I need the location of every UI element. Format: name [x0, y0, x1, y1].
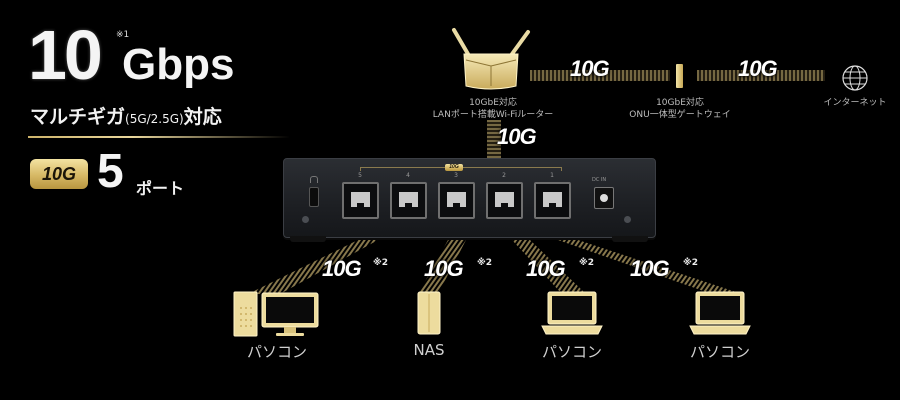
ethernet-port-2[interactable] [486, 182, 523, 219]
device-label: パソコン [246, 343, 307, 361]
onu-gateway-icon [676, 64, 683, 88]
ethernet-port-1[interactable] [534, 182, 571, 219]
footnote-2: ※2 [477, 258, 493, 268]
router-label: 10GbE対応 LANポート搭載Wi-Fiルーター [420, 97, 566, 121]
onu-label-line2: ONU一体型ゲートウェイ [629, 110, 731, 120]
device-link-speed: 10G [630, 256, 670, 281]
port-number: 3 [454, 172, 458, 179]
desktop-pc-icon [233, 291, 319, 337]
device-label: パソコン [541, 343, 602, 361]
footnote-2: ※2 [373, 258, 389, 268]
device-link-beams [248, 240, 742, 294]
subtitle-main: マルチギガ [30, 106, 126, 128]
switch-foot-left [290, 236, 326, 242]
internet-label: インターネット [823, 98, 887, 108]
dc-in-label: DC IN [592, 177, 607, 183]
link-onu-internet [697, 70, 825, 81]
port-group-badge: 10G [445, 164, 463, 171]
device-label: パソコン [689, 343, 750, 361]
headline-divider [28, 136, 290, 138]
laptop-icon [541, 291, 603, 335]
footnote-2: ※2 [683, 258, 699, 268]
port-number: 2 [502, 172, 506, 179]
port-count-label: ポート [136, 179, 185, 198]
subtitle-suffix: 対応 [183, 106, 222, 128]
dc-in-jack[interactable] [594, 187, 614, 209]
device-link-speed: 10G [424, 256, 464, 281]
footnote-1: ※1 [116, 30, 130, 40]
link-router-onu [530, 70, 670, 81]
screw-icon [624, 216, 631, 223]
headline-speed-number: 10 [28, 16, 103, 94]
nas-icon [417, 291, 441, 335]
port-speed-badge: 10G [30, 159, 88, 189]
footnote-2: ※2 [579, 258, 595, 268]
link-router-switch [487, 120, 501, 158]
port-number: 5 [358, 172, 362, 179]
router-label-line1: 10GbE対応 [469, 98, 517, 108]
link-router-onu-speed: 10G [570, 56, 610, 81]
ethernet-port-5[interactable] [342, 182, 379, 219]
device-link-speed: 10G [526, 256, 566, 281]
switch-foot-right [612, 236, 648, 242]
onu-label-line1: 10GbE対応 [656, 98, 704, 108]
port-count: 5 [97, 145, 124, 198]
onu-label: 10GbE対応 ONU一体型ゲートウェイ [615, 97, 745, 121]
link-router-switch-speed: 10G [497, 124, 537, 149]
port-number: 1 [550, 172, 554, 179]
screw-icon [302, 216, 309, 223]
headline-speed-unit: Gbps [122, 40, 235, 89]
wifi-router-icon [452, 28, 530, 90]
lock-symbol-icon [310, 176, 318, 183]
link-onu-internet-speed: 10G [738, 56, 778, 81]
headline-subtitle: マルチギガ(5G/2.5G)対応 [30, 102, 222, 129]
router-label-line2: LANポート搭載Wi-Fiルーター [432, 110, 554, 120]
globe-icon [842, 65, 868, 91]
ethernet-port-4[interactable] [390, 182, 427, 219]
device-label: NAS [413, 341, 445, 359]
ethernet-port-3[interactable] [438, 182, 475, 219]
laptop-icon [689, 291, 751, 335]
subtitle-speeds: (5G/2.5G) [125, 112, 184, 126]
port-number: 4 [406, 172, 410, 179]
lock-slot-icon [309, 187, 319, 207]
device-link-speed: 10G [322, 256, 362, 281]
